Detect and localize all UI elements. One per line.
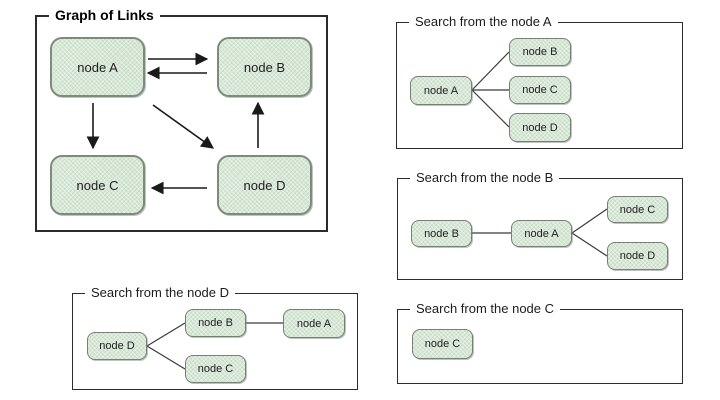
- search-from-node-d-panel: Search from the node D node D node B nod…: [72, 284, 358, 390]
- search-b-node-c: node C: [607, 196, 668, 223]
- edge-node-d-to-node-b: [146, 322, 186, 347]
- graph-of-links-panel: Graph of Links node A node B node C node…: [35, 6, 328, 232]
- search-d-node-c: node C: [185, 355, 246, 383]
- graph-node-b: node B: [217, 37, 312, 97]
- edge-node-a-to-node-c: [571, 208, 608, 234]
- search-c-node-c: node C: [412, 329, 473, 359]
- search-from-node-c-panel: Search from the node C node C: [397, 300, 683, 384]
- search-from-node-a-title: Search from the node A: [409, 13, 558, 31]
- graph-of-links-title: Graph of Links: [49, 6, 160, 24]
- search-a-node-b: node B: [509, 38, 571, 66]
- graph-node-a: node A: [50, 37, 145, 97]
- graph-node-c: node C: [50, 155, 145, 215]
- search-b-node-b: node B: [411, 220, 472, 247]
- edge-node-d-to-node-c: [146, 345, 186, 370]
- graph-node-d: node D: [217, 155, 312, 215]
- search-from-node-c-title: Search from the node C: [410, 300, 561, 318]
- search-a-node-d: node D: [509, 113, 571, 142]
- search-from-node-b-title: Search from the node B: [410, 169, 560, 187]
- search-d-node-b: node B: [185, 309, 246, 337]
- edge-node-a-to-node-d: [152, 104, 215, 149]
- search-a-node-c: node C: [509, 76, 571, 104]
- edge-node-a-to-node-b: [471, 51, 510, 91]
- search-a-node-a: node A: [410, 76, 472, 105]
- search-d-node-a: node A: [283, 309, 345, 338]
- search-d-node-d: node D: [87, 332, 147, 360]
- search-from-node-d-title: Search from the node D: [85, 284, 236, 302]
- edge-node-a-to-node-d: [471, 89, 510, 128]
- search-b-node-a: node A: [511, 220, 572, 247]
- search-from-node-a-panel: Search from the node A node A node B nod…: [396, 13, 683, 149]
- search-b-node-d: node D: [607, 242, 668, 270]
- search-from-node-b-panel: Search from the node B node B node A nod…: [397, 169, 683, 280]
- edge-node-a-to-node-d: [571, 232, 608, 257]
